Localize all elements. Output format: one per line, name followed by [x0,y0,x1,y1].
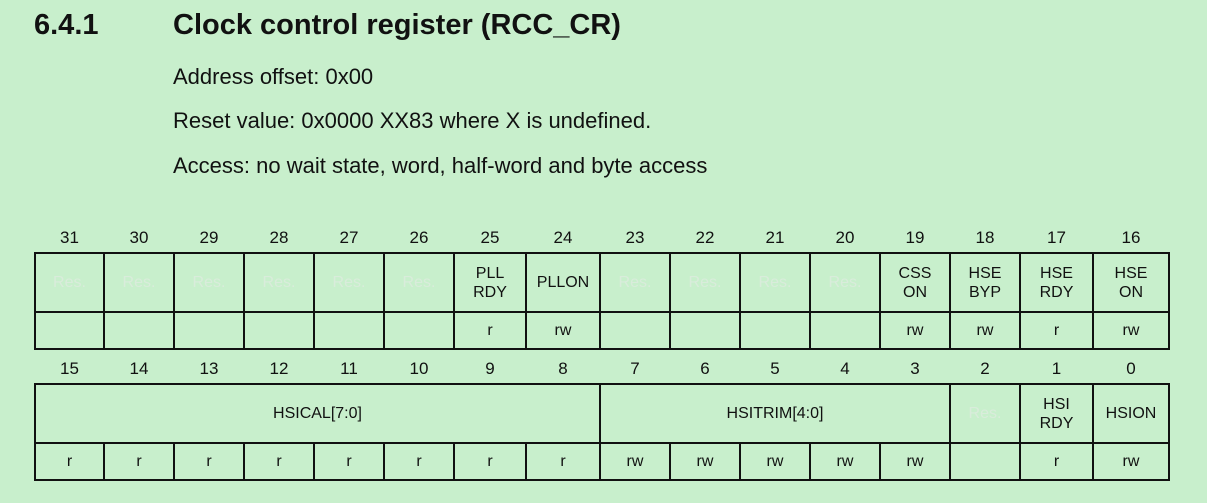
access-type: rw [739,442,811,481]
bit-number: 12 [269,358,289,378]
register-field: HSITRIM[4:0] [599,383,951,444]
access-type: rw [669,442,741,481]
reserved-field: Res. [599,252,671,313]
section-title: Clock control register (RCC_CR) [173,9,621,41]
access-type [34,311,105,350]
access-type: rw [599,442,671,481]
access-type: r [103,442,175,481]
address-offset-line: Address offset: 0x00 [173,64,374,89]
access-type: r [34,442,105,481]
bit-number: 9 [485,358,495,378]
access-type [809,311,881,350]
bit-number: 18 [975,227,995,247]
bit-number: 31 [60,227,79,247]
bit-number: 6 [700,358,710,378]
access-type: r [453,311,527,350]
access-type [739,311,811,350]
bit-number: 1 [1051,358,1062,378]
reserved-field: Res. [103,252,175,313]
bit-number: 0 [1126,358,1136,378]
reserved-field: Res. [243,252,315,313]
reserved-field: Res. [949,383,1021,444]
section-number: 6.4.1 [34,9,99,41]
bit-number: 11 [340,358,358,378]
access-type: r [1019,442,1094,481]
access-type: r [313,442,385,481]
bit-number: 20 [835,227,855,247]
bit-number: 13 [199,358,219,378]
bit-number: 17 [1047,227,1066,247]
access-line: Access: no wait state, word, half-word a… [173,153,708,178]
access-type [313,311,385,350]
bit-number: 21 [765,227,785,247]
bit-number: 8 [558,358,568,378]
bit-number: 3 [910,358,920,378]
bit-number: 22 [695,227,715,247]
access-type: rw [1092,311,1170,350]
reserved-field: Res. [669,252,741,313]
register-field: PLLON [525,252,601,313]
bit-number: 24 [553,227,573,247]
bit-number: 16 [1121,227,1141,247]
bit-number: 25 [480,227,500,247]
bit-number: 26 [409,227,429,247]
access-type [669,311,741,350]
access-type [103,311,175,350]
access-type [383,311,455,350]
access-type: r [173,442,245,481]
reserved-field: Res. [173,252,245,313]
bit-number: 28 [269,227,289,247]
bit-number: 29 [199,227,219,247]
bit-number: 27 [339,227,359,247]
access-type [949,442,1021,481]
access-type [599,311,671,350]
access-type: r [243,442,315,481]
reserved-field: Res. [34,252,105,313]
access-type: rw [809,442,881,481]
access-type: r [525,442,601,481]
bit-number: 30 [129,227,149,247]
bit-number: 5 [770,358,780,378]
access-type [173,311,245,350]
reserved-field: Res. [383,252,455,313]
bit-number: 23 [625,227,645,247]
reserved-field: Res. [313,252,385,313]
access-type: r [453,442,527,481]
reserved-field: Res. [739,252,811,313]
bit-number: 10 [409,358,429,378]
access-type: rw [525,311,601,350]
reset-value-line: Reset value: 0x0000 XX83 where X is unde… [173,108,652,133]
access-type: rw [949,311,1021,350]
register-field: HSICAL[7:0] [34,383,601,444]
access-type: rw [879,442,951,481]
reserved-field: Res. [809,252,881,313]
access-type: r [1019,311,1094,350]
access-type [243,311,315,350]
access-type: r [383,442,455,481]
bit-number-row: 31 30 29 28 27 26 25 24 23 22 21 20 19 18 17 16 [35,222,1169,253]
access-type: rw [1092,442,1170,481]
access-type: rw [879,311,951,350]
bit-number: 19 [905,227,925,247]
bit-number: 15 [60,358,79,378]
register-field: HSION [1092,383,1170,444]
bit-number: 14 [129,358,149,378]
bit-number: 4 [840,358,850,378]
bit-number: 7 [630,358,640,378]
bit-number: 2 [980,358,990,378]
